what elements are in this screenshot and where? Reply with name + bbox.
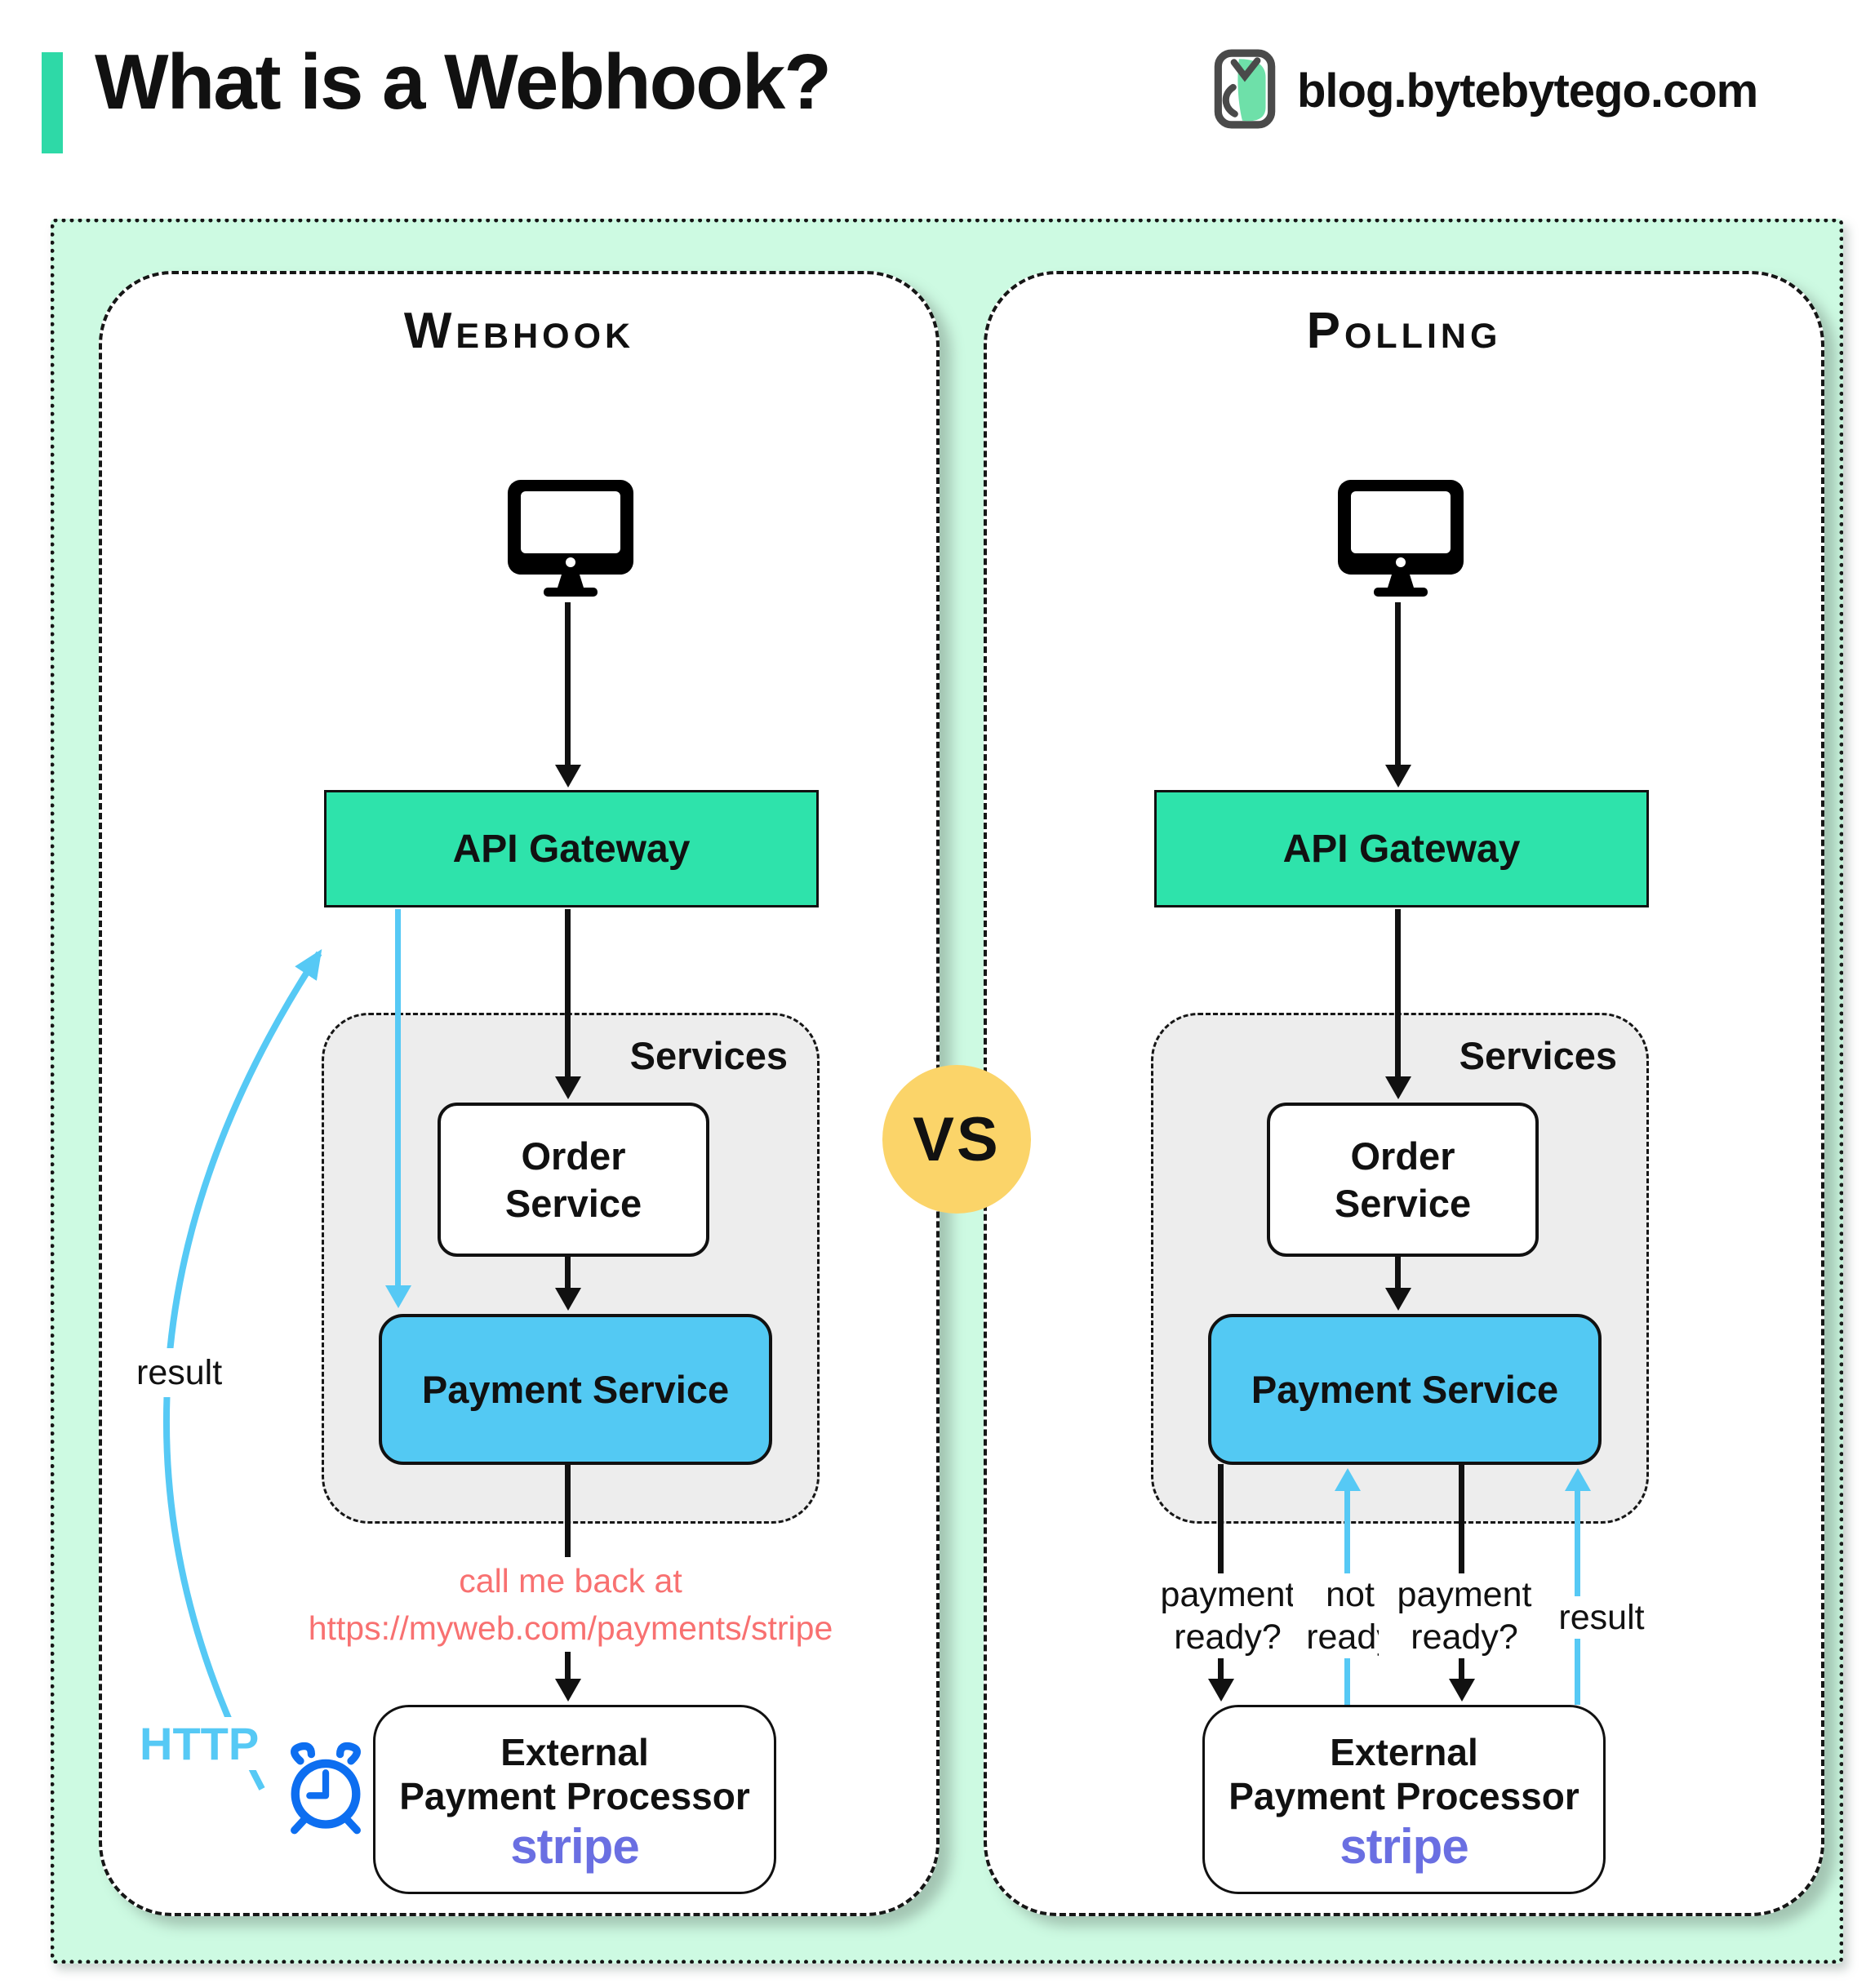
query1-label: payment ready? [1142,1573,1313,1658]
callback-note-line1: call me back at [459,1562,682,1600]
payment-service-label: Payment Service [1251,1368,1559,1411]
api-gateway-box: API Gateway [324,790,819,907]
services-group-label: Services [629,1034,788,1077]
external-payment-processor-box: External Payment Processor stripe [1202,1705,1606,1894]
arrow-gateway-to-order [1395,909,1401,1077]
order-service-label-line1: Order [1350,1134,1455,1178]
stripe-logo: stripe [510,1819,639,1874]
arrow-payment-query-1 [1218,1464,1224,1680]
external-label-line2: Payment Processor [1228,1775,1579,1817]
order-service-label-line1: Order [521,1134,626,1178]
alarm-clock-icon [283,1742,368,1840]
order-service-box: Order Service [438,1103,709,1257]
external-payment-processor-box: External Payment Processor stripe [373,1705,776,1894]
external-label-line1: External [1330,1731,1478,1773]
payment-service-label: Payment Service [421,1368,730,1411]
arrow-client-to-gateway [1395,602,1401,765]
query2-label: payment ready? [1379,1573,1550,1658]
webhook-panel-title: Webhook [403,303,635,359]
services-group: Services Order Service Payment Service [322,1013,820,1524]
stripe-logo: stripe [1340,1819,1468,1874]
result-response-label: result [1548,1596,1655,1639]
desktop-monitor-icon [501,478,640,605]
http-label: HTTP [135,1717,264,1770]
panel-polling: Polling API Gateway Services Order Servi… [984,271,1824,1916]
result-label: result [127,1348,233,1397]
order-service-label-line2: Service [1334,1181,1472,1225]
polling-panel-title: Polling [1306,303,1502,359]
payment-service-box: Payment Service [379,1314,772,1465]
vs-label: VS [913,1104,1001,1174]
bytebytego-logo-icon [1214,49,1276,133]
arrow-order-to-payment [565,1256,571,1289]
site-branding: blog.bytebytego.com [1214,49,1758,133]
page-title: What is a Webhook? [95,38,832,126]
vs-badge: VS [882,1065,1031,1214]
arrow-gateway-to-order [565,909,571,1077]
desktop-monitor-icon [1331,478,1470,605]
arrow-payment-query-2 [1459,1464,1464,1680]
callback-note-line2: https://myweb.com/payments/stripe [308,1609,833,1647]
order-service-label-line2: Service [504,1181,642,1225]
arrow-client-to-gateway [565,602,571,765]
title-accent-bar [42,52,63,153]
arrow-gateway-to-payment-blue [395,909,401,1286]
api-gateway-label: API Gateway [1282,827,1521,871]
order-service-box: Order Service [1267,1103,1539,1257]
site-url: blog.bytebytego.com [1297,64,1758,118]
api-gateway-box: API Gateway [1154,790,1649,907]
api-gateway-label: API Gateway [452,827,691,871]
services-group-label: Services [1459,1034,1617,1077]
callback-note: call me back at https://myweb.com/paymen… [277,1557,864,1652]
payment-service-box: Payment Service [1208,1314,1602,1465]
panel-webhook: Webhook API [99,271,940,1916]
external-label-line1: External [500,1731,649,1773]
external-label-line2: Payment Processor [399,1775,750,1817]
arrow-order-to-payment [1395,1256,1401,1289]
